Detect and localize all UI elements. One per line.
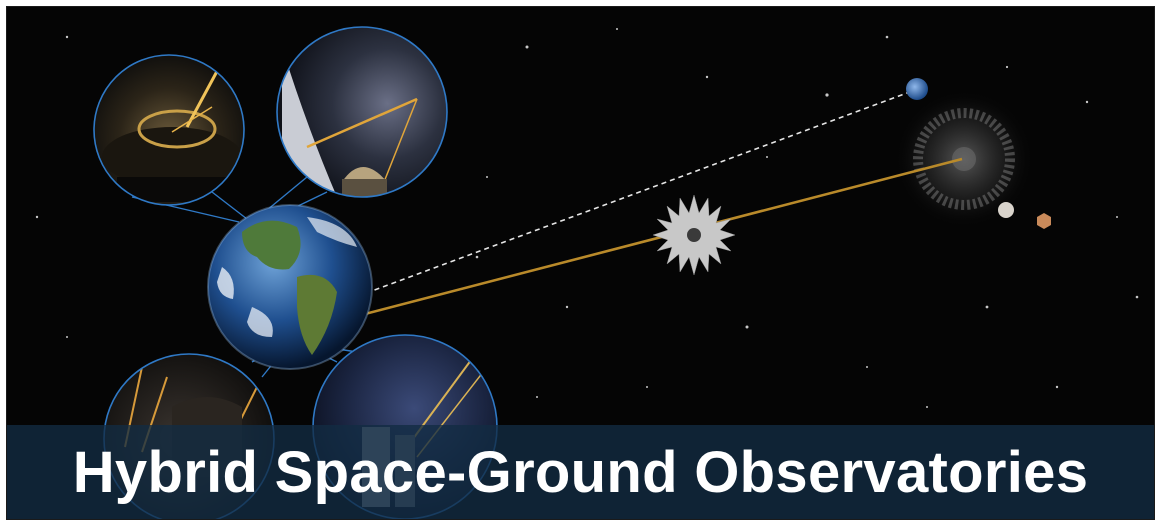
host-star-glow	[894, 89, 1034, 229]
starshade	[652, 194, 736, 276]
planet-small-white	[998, 202, 1014, 218]
observatory-laser-sky	[276, 26, 448, 198]
distant-exoplanet-earth	[906, 78, 928, 100]
title-band	[7, 425, 1154, 519]
laser-dome-telescope	[93, 54, 245, 206]
earth-globe	[207, 204, 373, 370]
beam-line	[306, 157, 963, 331]
dashed-sightline	[306, 92, 908, 316]
planet-small-orange	[1037, 213, 1051, 229]
page-title: Hybrid Space-Ground Observatories	[72, 440, 1089, 505]
figure-frame: Hybrid Space-Ground Observatories	[6, 6, 1155, 520]
